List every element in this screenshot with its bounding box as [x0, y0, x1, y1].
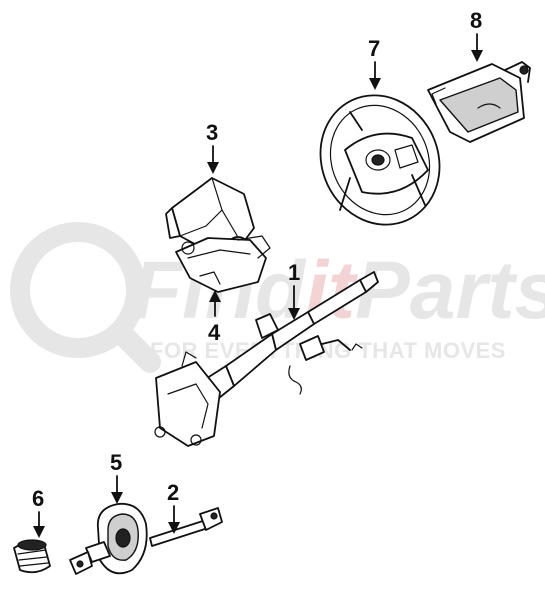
callout-8: 8 — [470, 8, 483, 62]
steering-column — [154, 271, 379, 447]
callout-1: 1 — [288, 260, 300, 320]
callout-5: 5 — [110, 450, 123, 504]
intermediate-shaft — [69, 507, 223, 575]
callout-6: 6 — [32, 486, 45, 538]
callout-label-6: 6 — [32, 486, 44, 511]
column-hole-cover — [96, 502, 148, 575]
steering-wheel — [319, 94, 441, 226]
boot — [13, 539, 51, 574]
callout-label-3: 3 — [206, 120, 218, 145]
callout-4: 4 — [208, 290, 221, 345]
airbag-module — [427, 61, 531, 143]
callout-label-4: 4 — [208, 320, 221, 345]
lower-column-cover — [175, 235, 271, 293]
watermark-magnifier-icon — [10, 222, 146, 358]
callout-label-2: 2 — [167, 480, 179, 505]
watermark-brand-parts: Parts — [355, 245, 545, 336]
callout-label-5: 5 — [110, 450, 122, 475]
callout-2: 2 — [167, 480, 180, 534]
callout-label-1: 1 — [288, 260, 300, 285]
callout-7: 7 — [368, 36, 381, 90]
callout-label-7: 7 — [368, 36, 380, 61]
callout-label-8: 8 — [470, 8, 482, 33]
callout-3: 3 — [206, 120, 219, 174]
svg-text:FinditParts: FinditParts — [132, 245, 545, 336]
